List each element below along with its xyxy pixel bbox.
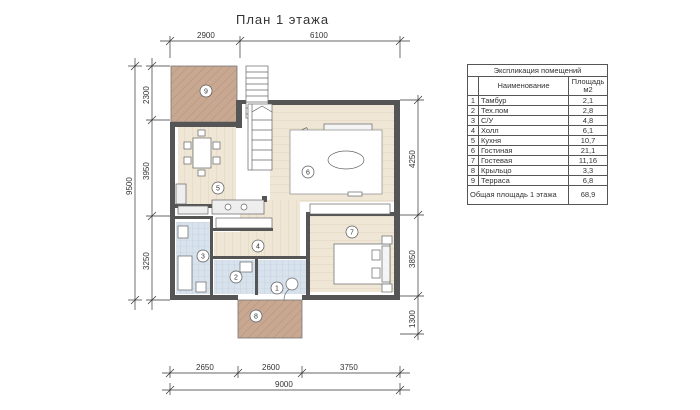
dim-top-2: 6100 — [310, 31, 328, 40]
room-marker-9 — [199, 84, 213, 98]
room-number-8: 8 — [254, 314, 258, 321]
room-number-1: 1 — [275, 286, 279, 293]
dim-left-1: 2300 — [142, 86, 151, 104]
table-title: Экспликация помещений — [467, 64, 608, 77]
room-markers — [196, 84, 359, 323]
dim-top-1: 2900 — [197, 31, 215, 40]
room-number-7: 7 — [350, 230, 354, 237]
room-number-5: 5 — [216, 186, 220, 193]
dim-left-total: 9500 — [125, 177, 134, 195]
total-value: 68,9 — [568, 185, 608, 205]
rooms-explication-table: Экспликация помещений Наименование Площа… — [467, 64, 608, 205]
dim-right-2: 3850 — [408, 250, 417, 268]
staircase — [245, 65, 273, 171]
room-number-4: 4 — [256, 244, 260, 251]
page-title: План 1 этажа — [236, 12, 330, 27]
dim-bottom-3: 3750 — [340, 363, 358, 372]
dim-left-3: 3250 — [142, 252, 151, 270]
table-header-name: Наименование — [478, 76, 569, 96]
dimension-lines — [128, 36, 424, 395]
table-header-num — [467, 76, 479, 96]
dim-bottom-1: 2650 — [196, 363, 214, 372]
room-number-9: 9 — [204, 89, 208, 96]
table-header-area: Площадь м2 — [568, 76, 608, 96]
room-number-3: 3 — [201, 254, 205, 261]
table-total-row: Общая площадь 1 этажа 68,9 — [467, 185, 608, 205]
dim-bottom-2: 2600 — [262, 363, 280, 372]
dim-bottom-total: 9000 — [275, 380, 293, 389]
room-number-2: 2 — [234, 275, 238, 282]
room-marker-5 — [211, 181, 225, 195]
room-marker-7 — [345, 225, 359, 239]
room-marker-1 — [270, 281, 284, 295]
furniture — [175, 123, 393, 301]
room-number-6: 6 — [306, 170, 310, 177]
room-marker-6 — [301, 165, 315, 179]
dim-right-1: 4250 — [408, 150, 417, 168]
dim-right-3: 1300 — [408, 310, 417, 328]
room-marker-8 — [249, 309, 263, 323]
room-marker-4 — [251, 239, 265, 253]
total-label: Общая площадь 1 этажа — [467, 185, 569, 205]
room-marker-2 — [229, 270, 243, 284]
room-marker-3 — [196, 249, 210, 263]
dim-left-2: 3950 — [142, 162, 151, 180]
